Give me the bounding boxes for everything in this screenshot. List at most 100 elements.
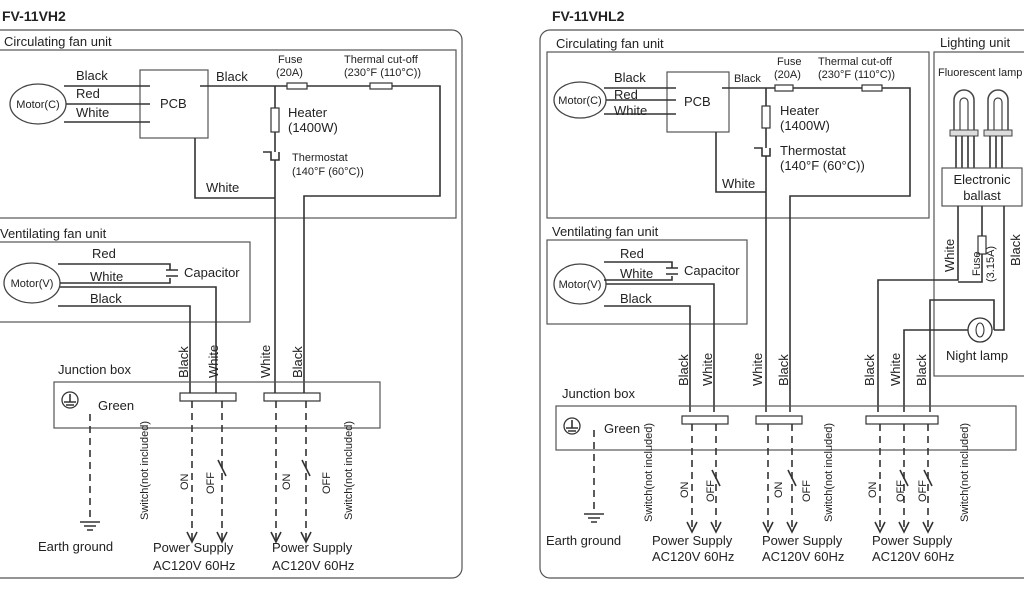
connector-2	[755, 415, 803, 425]
junction-box	[555, 405, 1017, 451]
ground-symbol-lines	[566, 420, 578, 432]
heater-symbol	[761, 105, 771, 129]
ground-symbol-lines	[64, 394, 76, 406]
motor-v-label: Motor(V)	[11, 278, 54, 290]
thermostat-label: Thermostat	[780, 143, 846, 158]
switch-1-label: Switch(not included)	[643, 423, 655, 522]
thermostat-rating: (140°F (60°C))	[780, 158, 865, 173]
lighting-unit-label: Lighting unit	[940, 35, 1010, 50]
power-supply-2-rating: AC120V 60Hz	[272, 558, 354, 573]
wire-vent-white	[606, 283, 715, 412]
switch-2-label: Switch(not included)	[823, 423, 835, 522]
thermostat-symbol	[754, 147, 771, 157]
ventilating-fan-unit-box	[546, 239, 748, 325]
wire-light-black	[994, 206, 1005, 331]
wire-vent-white-cap	[604, 276, 673, 281]
light-fuse-label: Fuse	[971, 252, 983, 276]
wire-black-label: Black	[76, 68, 108, 83]
switch-2-off-label: OFF	[321, 472, 333, 494]
vent-red-label: Red	[620, 246, 644, 261]
heater-white-label: White	[722, 176, 755, 191]
connector-2	[263, 392, 321, 402]
vent-white-label: White	[90, 269, 123, 284]
wire-night-lamp-return	[929, 299, 995, 412]
switch-2-on-label: ON	[773, 481, 785, 498]
thermal-cutoff-rating: (230°F (110°C))	[344, 67, 421, 79]
power-supply-1-label: Power Supply	[652, 533, 733, 548]
wire-label-black-3: Black	[862, 354, 877, 386]
lamp-base	[949, 129, 979, 137]
wire-label-white-3: White	[888, 353, 903, 386]
heater-white-label: White	[206, 180, 239, 195]
switch-2-on-label: ON	[281, 473, 293, 490]
wire-pcb-black	[200, 85, 441, 400]
earth-ground-icon	[80, 521, 100, 531]
switch-2-off-label: OFF	[801, 480, 813, 502]
vent-black-label: Black	[620, 291, 652, 306]
wire-light-white	[877, 206, 959, 412]
heater-label: Heater	[288, 105, 328, 120]
wire-label-white-2: White	[750, 353, 765, 386]
switch-contact-2	[787, 469, 797, 487]
capacitor-symbol	[666, 267, 678, 275]
fuse-rating: (20A)	[774, 69, 801, 81]
diagram-title: FV-11VH2	[2, 8, 66, 24]
night-lamp-icon	[967, 317, 993, 343]
wire-pcb-white	[194, 138, 275, 199]
heater-label: Heater	[780, 103, 820, 118]
switch-1-on-label: ON	[179, 473, 191, 490]
fuse-label: Fuse	[278, 54, 302, 66]
power-supply-3-rating: AC120V 60Hz	[872, 549, 954, 564]
pcb-black-label: Black	[216, 69, 248, 84]
fuse-symbol	[774, 84, 794, 92]
capacitor-label: Capacitor	[684, 263, 740, 278]
diagram-fv-11vhl2: FV-11VHL2 Circulating fan unit Motor(C) …	[539, 8, 1024, 579]
thermal-cutoff-label: Thermal cut-off	[344, 54, 419, 66]
thermal-cutoff-symbol	[861, 84, 883, 92]
circulating-fan-unit-box	[0, 49, 457, 219]
lighting-unit-box	[933, 51, 1024, 377]
circulating-fan-unit-label: Circulating fan unit	[4, 34, 112, 49]
wire-label-black-1: Black	[176, 346, 191, 378]
ballast-label-line2: ballast	[963, 188, 1001, 203]
arrow-down-icon	[686, 521, 722, 534]
connector-1	[681, 415, 729, 425]
heater-rating: (1400W)	[288, 120, 338, 135]
wire-vent-red	[604, 261, 673, 268]
night-lamp-label: Night lamp	[946, 348, 1008, 363]
green-label: Green	[98, 398, 134, 413]
power-supply-2-label: Power Supply	[272, 540, 353, 555]
wire-label-black-2: Black	[290, 346, 305, 378]
motor-c-label: Motor(C)	[558, 95, 601, 107]
vent-red-label: Red	[92, 246, 116, 261]
ballast-label-line1: Electronic	[953, 172, 1011, 187]
earth-ground-label: Earth ground	[38, 539, 113, 554]
thermostat-label: Thermostat	[292, 152, 348, 164]
arrow-down-icon	[762, 521, 798, 534]
pcb-box	[666, 71, 730, 133]
wire-red-label: Red	[76, 86, 100, 101]
capacitor-symbol	[166, 269, 178, 277]
arrow-down-icon	[270, 531, 312, 544]
switch-1-on-label: ON	[679, 481, 691, 498]
wire-label-black-2: Black	[776, 354, 791, 386]
wire-label-black-4: Black	[914, 354, 929, 386]
diagram-frame	[0, 29, 463, 579]
circulating-fan-unit-box	[546, 51, 930, 219]
fluorescent-lamp-icon	[953, 89, 975, 130]
wire-vent-white	[60, 286, 217, 400]
motor-c-label: Motor(C)	[16, 99, 59, 111]
arrow-down-icon	[186, 531, 228, 544]
motor-v-label: Motor(V)	[559, 279, 602, 291]
switch-4-off-label: OFF	[917, 480, 929, 502]
switch-1-label: Switch(not included)	[139, 421, 151, 520]
switch-3-off-label: OFF	[895, 480, 907, 502]
power-supply-1-label: Power Supply	[153, 540, 234, 555]
junction-box-label: Junction box	[58, 362, 131, 377]
fuse-label: Fuse	[777, 56, 801, 68]
fluorescent-lamp-icon	[993, 97, 1003, 130]
earth-ground-label: Earth ground	[546, 533, 621, 548]
wire-pcb-white	[715, 132, 766, 193]
fluorescent-lamp-icon	[987, 89, 1009, 130]
thermal-cutoff-rating: (230°F (110°C))	[818, 69, 895, 81]
